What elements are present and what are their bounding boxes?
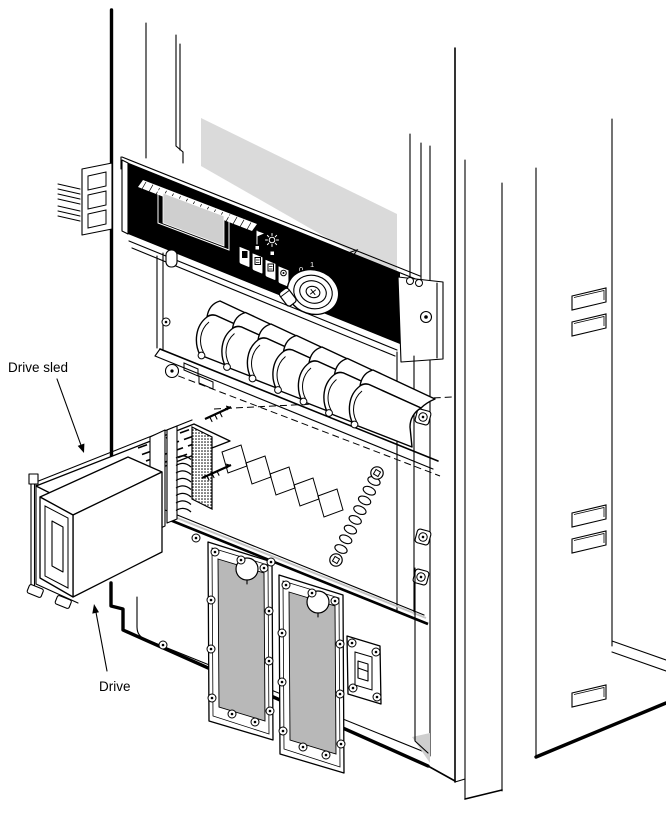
power-icon [280,269,287,277]
lower-front-wall [109,533,430,774]
arrowhead [92,604,99,614]
right-chassis-frame [409,47,666,800]
bay-slot-openings [221,444,344,518]
drive-label: Drive [99,679,131,694]
left-frame-rail [57,8,184,502]
leader-line [56,378,83,449]
flex-conduit [334,476,381,554]
bay-screw-pad [414,528,432,546]
document-icon [242,251,248,258]
list-icon [254,257,261,265]
guide-pin [201,463,232,481]
cable-hatch-lines [57,183,81,222]
sled-foot [26,584,44,598]
drive-sled-label: Drive sled [8,360,68,375]
control-panel: 0 1 [121,159,444,363]
led-indicator [270,251,274,255]
access-cover-left [206,541,275,741]
rocker-switch [357,660,369,682]
drive [39,456,163,598]
led-indicator [255,246,259,250]
key-position-0: 0 [299,265,303,274]
list-alt-icon [267,263,274,272]
cover-plate [288,591,337,755]
drive-media-slot [51,520,64,573]
hinge-bracket [81,162,113,236]
cover-plate [217,558,266,722]
leader-line [94,606,108,672]
key-position-1: 1 [310,260,314,269]
callout-drive: Drive [92,604,131,694]
drive-bay-louvers [154,300,439,470]
arrowhead [77,443,85,453]
bay-latch-tab [165,249,178,268]
power-switch [346,635,382,705]
bay-screw-pad [412,568,430,586]
sled-foot [54,595,72,609]
drive-sled [26,405,232,609]
rear-connector [191,426,213,510]
lcd-display [157,186,230,251]
fan-icon [265,233,279,247]
access-cover-right [277,574,346,774]
connector-bracket [166,425,178,524]
base-shadow [412,733,430,763]
callout-drive-sled: Drive sled [8,360,85,453]
bay-screw-pad [414,408,432,426]
hex-bolt [329,553,343,567]
key-switch-icon: 0 1 [278,260,340,316]
guide-pin [204,405,232,423]
panel-mounting-ear [397,276,444,363]
shaded-backing-panel [201,118,397,278]
hex-bolt [370,466,384,480]
connector-spring [175,455,192,513]
flag-icon [256,230,264,245]
